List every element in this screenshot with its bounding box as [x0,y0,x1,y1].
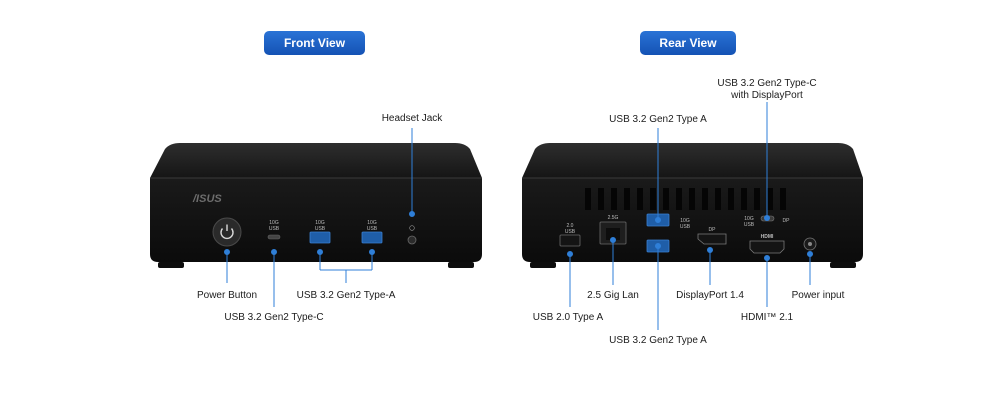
svg-text:HDMI: HDMI [761,234,774,240]
hdmi-port[interactable] [749,240,785,254]
usb-c-dp-label-line2: with DisplayPort [731,90,803,101]
front-callouts [224,128,415,307]
hdmi-label: HDMI™ 2.1 [740,312,794,323]
headset-icon [409,225,415,231]
usb-type-a-label: USB 3.2 Gen2 Type-A [296,290,396,301]
svg-text:2.0: 2.0 [567,223,574,229]
power-icon [220,224,234,240]
power-button-label: Power Button [196,290,258,301]
svg-text:USB: USB [367,226,378,232]
rear-device: 2.0 USB 2.5G 10G USB DP 10G USB DP HDMI [522,143,863,268]
front-usb-a-port-2[interactable] [361,231,383,244]
front-view-header: Front View [264,31,365,55]
svg-text:10G: 10G [367,220,377,226]
front-usb-a-port-1[interactable] [309,231,331,244]
svg-text:10G: 10G [315,220,325,226]
rear-view-header: Rear View [640,31,736,55]
svg-text:2.5G: 2.5G [608,215,619,221]
displayport-port[interactable] [697,233,727,245]
svg-text:USB: USB [680,224,691,230]
power-input-label: Power input [791,290,845,301]
svg-text:10G: 10G [680,218,690,224]
power-button[interactable] [212,217,242,247]
front-device: /ISUS 10G USB 10G USB 10G USB [150,143,482,268]
asus-logo: /ISUS [192,193,222,205]
svg-text:DP: DP [709,227,717,233]
front-usb-c-port[interactable] [267,234,281,240]
usb-type-c-label: USB 3.2 Gen2 Type-C [224,312,324,323]
usb2-type-a-label: USB 2.0 Type A [532,312,604,323]
svg-text:10G: 10G [744,216,754,222]
usb-a-top-label: USB 3.2 Gen2 Type A [609,114,707,125]
gig-lan-label: 2.5 Gig Lan [587,290,639,301]
usb-c-dp-label-line1: USB 3.2 Gen2 Type-C [717,78,817,89]
svg-text:10G: 10G [269,220,279,226]
svg-text:DP: DP [783,218,791,224]
displayport-label: DisplayPort 1.4 [676,290,744,301]
svg-text:USB: USB [269,226,280,232]
rear-vents [585,188,786,210]
svg-text:USB: USB [565,229,576,235]
rear-callouts [567,102,813,330]
usb-a-bottom-label: USB 3.2 Gen2 Type A [609,335,707,346]
headset-jack[interactable] [407,235,417,245]
svg-text:USB: USB [744,222,755,228]
headset-jack-label: Headset Jack [381,113,443,124]
rear-usb2-port[interactable] [559,234,581,247]
svg-text:USB: USB [315,226,326,232]
